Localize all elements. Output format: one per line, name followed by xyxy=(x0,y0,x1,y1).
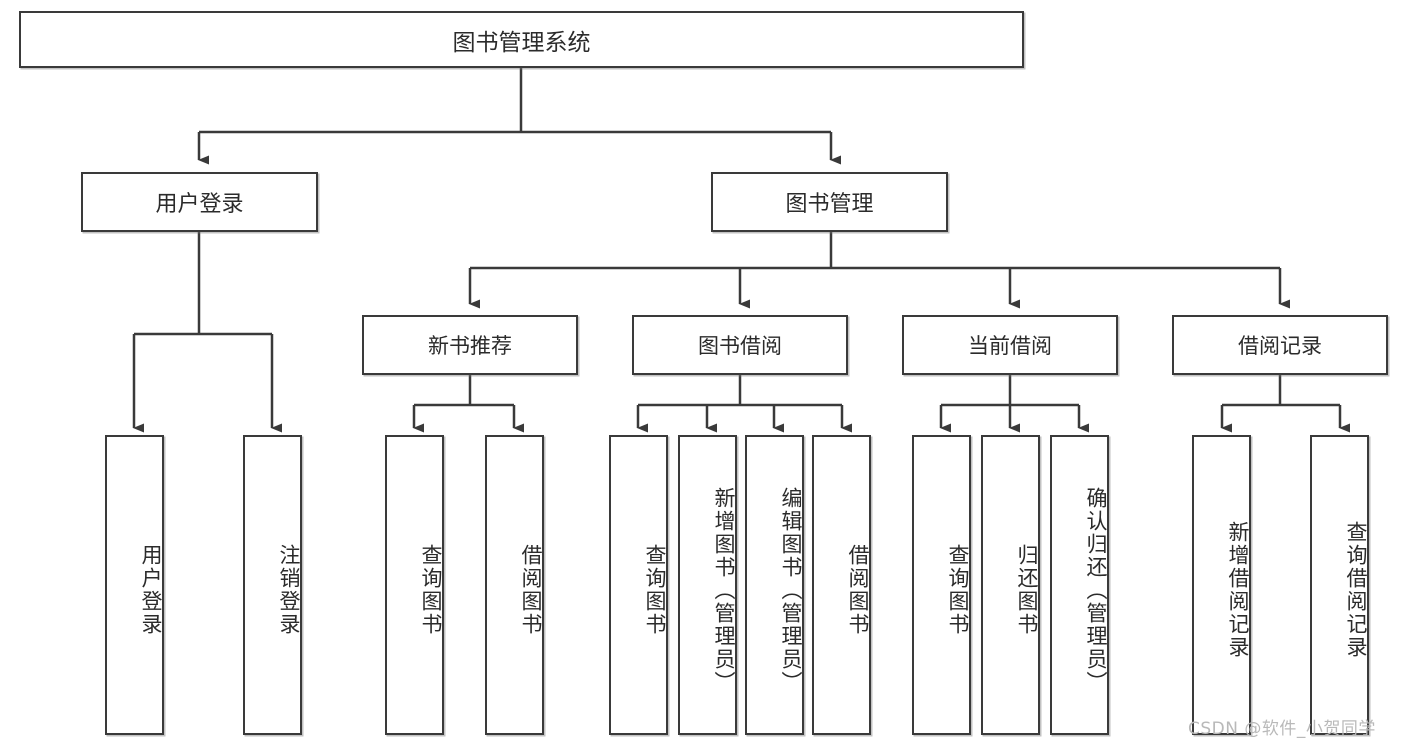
node-label: 确认归还（管理员） xyxy=(1084,486,1108,694)
node-label: 借阅图书 xyxy=(519,544,543,636)
node-label: 用户登录 xyxy=(155,192,244,217)
node-book-management[interactable]: 图书管理 xyxy=(711,172,948,232)
leaf-query-book-recommend[interactable]: 查询图书 xyxy=(385,435,444,735)
node-current-borrow[interactable]: 当前借阅 xyxy=(902,315,1118,375)
leaf-confirm-return-admin[interactable]: 确认归还（管理员） xyxy=(1050,435,1109,735)
node-label: 编辑图书（管理员） xyxy=(779,486,803,694)
leaf-edit-book-admin[interactable]: 编辑图书（管理员） xyxy=(745,435,804,735)
node-label: 图书借阅 xyxy=(698,334,782,358)
leaf-borrow-book[interactable]: 借阅图书 xyxy=(812,435,871,735)
node-label: 借阅图书 xyxy=(846,544,870,636)
leaf-query-book-current[interactable]: 查询图书 xyxy=(912,435,971,735)
node-label: 归还图书 xyxy=(1015,544,1039,636)
leaf-logout[interactable]: 注销登录 xyxy=(243,435,302,735)
watermark: CSDN @软件_小贺同学 xyxy=(1188,719,1376,739)
node-borrow-records[interactable]: 借阅记录 xyxy=(1172,315,1388,375)
node-label: 图书管理系统 xyxy=(452,29,591,56)
node-label: 查询图书 xyxy=(946,544,970,636)
node-label: 借阅记录 xyxy=(1238,334,1322,358)
node-label: 新书推荐 xyxy=(428,334,512,358)
node-label: 注销登录 xyxy=(277,544,301,636)
leaf-query-borrow-record[interactable]: 查询借阅记录 xyxy=(1310,435,1369,735)
node-user-login[interactable]: 用户登录 xyxy=(81,172,318,232)
leaf-borrow-book-recommend[interactable]: 借阅图书 xyxy=(485,435,544,735)
leaf-add-borrow-record[interactable]: 新增借阅记录 xyxy=(1192,435,1251,735)
node-new-book-recommend[interactable]: 新书推荐 xyxy=(362,315,578,375)
leaf-add-book-admin[interactable]: 新增图书（管理员） xyxy=(678,435,737,735)
node-label: 查询图书 xyxy=(643,544,667,636)
leaf-query-book-borrow[interactable]: 查询图书 xyxy=(609,435,668,735)
node-label: 新增图书（管理员） xyxy=(712,486,736,694)
leaf-user-login[interactable]: 用户登录 xyxy=(105,435,164,735)
node-label: 查询借阅记录 xyxy=(1344,521,1368,659)
leaf-return-book[interactable]: 归还图书 xyxy=(981,435,1040,735)
node-label: 新增借阅记录 xyxy=(1226,521,1250,659)
node-book-borrow[interactable]: 图书借阅 xyxy=(632,315,848,375)
node-label: 图书管理 xyxy=(785,192,874,217)
node-label: 用户登录 xyxy=(139,544,163,636)
node-book-management-system[interactable]: 图书管理系统 xyxy=(19,11,1024,68)
node-label: 当前借阅 xyxy=(968,334,1052,358)
node-label: 查询图书 xyxy=(419,544,443,636)
